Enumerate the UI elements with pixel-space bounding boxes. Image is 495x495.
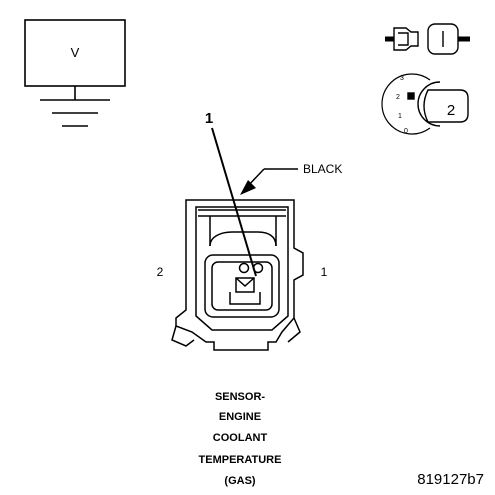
position-2-label: 2 [396, 94, 400, 101]
position-0-label: 0 [404, 128, 408, 135]
caption-line-3: COOLANT [213, 432, 268, 444]
color-leader-arrow [240, 168, 298, 195]
connector-cavity [204, 254, 280, 318]
callout-leader-line [211, 127, 257, 277]
voltmeter [24, 19, 126, 100]
selector-key-icon [381, 73, 469, 135]
terminal-latch [235, 277, 255, 293]
position-3-label: 3 [400, 75, 404, 82]
caption-line-4: TEMPERATURE [199, 454, 282, 466]
position-1-label: 1 [398, 113, 402, 120]
voltmeter-symbol: V [71, 45, 80, 60]
figure-id: 819127b7 [417, 471, 484, 488]
connector-caption: SENSOR- ENGINE COOLANT TEMPERATURE (GAS) [199, 391, 282, 487]
caption-line-2: ENGINE [219, 411, 261, 423]
connector-body [171, 199, 304, 351]
caption-line-1: SENSOR- [215, 391, 265, 403]
ground-icon [40, 99, 110, 127]
right-pin-label: 1 [321, 265, 328, 279]
terminal-probe-icon [385, 23, 470, 55]
key-number-label: 2 [447, 102, 455, 119]
pin-1-terminal [252, 262, 264, 274]
callout-number: 1 [205, 110, 213, 127]
caption-line-5: (GAS) [224, 475, 256, 487]
pin-2-terminal [238, 262, 250, 274]
left-pin-label: 2 [157, 265, 164, 279]
connector-color-label: BLACK [303, 162, 342, 176]
